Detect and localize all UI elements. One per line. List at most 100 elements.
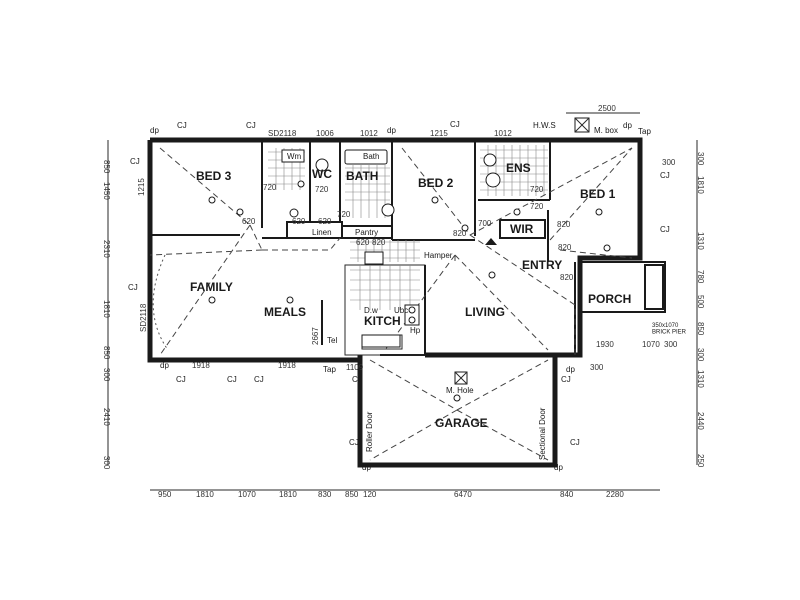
dim-left: 1810 (102, 300, 111, 318)
dim-top-1006: 1006 (316, 129, 334, 138)
door-dim: 720 (530, 185, 544, 194)
dim-left: 2410 (102, 408, 111, 426)
dim-top-1215: 1215 (430, 129, 448, 138)
fixture-label-ubc: Ubc (394, 306, 408, 315)
dim-left: 2310 (102, 240, 111, 258)
left-dims: 850 1450 2310 1810 850 300 2410 300 (102, 160, 111, 470)
dim-wall-2667: 2667 (311, 327, 320, 345)
light-icon (286, 296, 294, 304)
dim-bottom: 1070 (238, 490, 256, 499)
room-label-kitchen: KITCH (364, 314, 401, 328)
room-label-pantry: Pantry (355, 228, 378, 237)
light-icon (453, 394, 461, 402)
cj-marker: CJ (660, 225, 670, 234)
dp-marker: dp (554, 463, 563, 472)
cj-marker: CJ (177, 121, 187, 130)
dim-left: 850 (102, 160, 111, 174)
door-dim: 720 (263, 183, 277, 192)
dp-marker: dp (160, 361, 169, 370)
basin-icon (297, 180, 305, 188)
dim-bottom: 2280 (606, 490, 624, 499)
cj-marker: CJ (660, 171, 670, 180)
washing-machine (281, 149, 305, 163)
dim-top-1012b: 1012 (494, 129, 512, 138)
door-dim: 720 (337, 210, 351, 219)
dim-right: 500 (696, 295, 705, 309)
dim-right: 2440 (696, 412, 705, 430)
dim-left: 850 (102, 346, 111, 360)
light-icon (208, 296, 216, 304)
dim-right: 1310 (696, 370, 705, 388)
dim-wall-1930: 1930 (596, 340, 614, 349)
dim-wall-1109: 1109 (346, 363, 364, 372)
fixture-label-tap-2: Tap (638, 127, 651, 136)
dim-right: 1310 (696, 232, 705, 250)
light-icon (431, 196, 439, 204)
door-dim: 820 (560, 273, 574, 282)
dim-right: 300 (696, 348, 705, 362)
dim-right: 1810 (696, 176, 705, 194)
fixture-label-mhole: M. Hole (446, 386, 474, 395)
fixture-label-sectional-door: Sectional Door (538, 407, 547, 460)
dim-bottom: 120 (363, 490, 377, 499)
dp-marker: dp (150, 126, 159, 135)
door-dim: 820 (557, 220, 571, 229)
dim-wall-300: 300 (664, 340, 678, 349)
fixture-label-bath: Bath (363, 152, 379, 161)
dim-right: 250 (696, 454, 705, 468)
room-label-hamper: Hamper (424, 251, 453, 260)
room-label-bath: BATH (346, 169, 378, 183)
sink-icon (361, 334, 401, 348)
dim-right: 850 (696, 322, 705, 336)
dim-right: 300 (696, 152, 705, 166)
fridge-icon (364, 251, 384, 265)
door-dim: 820 (372, 238, 386, 247)
cj-marker: CJ (128, 283, 138, 292)
fixtures (281, 117, 590, 385)
bath-tub (344, 149, 388, 165)
cj-marker: CJ (130, 157, 140, 166)
dim-bottom: 1810 (279, 490, 297, 499)
room-label-meals: MEALS (264, 305, 306, 319)
cj-marker: CJ (561, 375, 571, 384)
cj-marker: CJ (227, 375, 237, 384)
dim-bottom: 850 (345, 490, 359, 499)
fixture-label-tap: Tap (323, 365, 336, 374)
dim-bottom: 830 (318, 490, 332, 499)
light-icon (236, 208, 244, 216)
light-icon (513, 208, 521, 216)
door-dim: 820 (558, 243, 572, 252)
room-label-entry: ENTRY (522, 258, 562, 272)
room-label-living: LIVING (465, 305, 505, 319)
smoke-alarm-icon (485, 238, 497, 245)
dim-wall-1215: 1215 (137, 178, 146, 196)
dim-wall-sd2118: SD2118 (139, 303, 148, 332)
room-label-ens: ENS (506, 161, 531, 175)
dim-wall-1918b: 1918 (278, 361, 296, 370)
door-dim: 620 (292, 217, 306, 226)
cj-marker: CJ (176, 375, 186, 384)
dp-marker: dp (566, 365, 575, 374)
room-label-bed1: BED 1 (580, 187, 616, 201)
dim-bottom: 840 (560, 490, 574, 499)
dim-bottom: 6470 (454, 490, 472, 499)
dp-marker: dp (362, 463, 371, 472)
room-label-wir: WIR (510, 222, 534, 236)
door-dim: 620 (318, 217, 332, 226)
right-dims: 300 1810 1310 780 500 850 300 1310 2440 … (696, 152, 705, 468)
room-label-family: FAMILY (190, 280, 233, 294)
light-icon (595, 208, 603, 216)
light-icon (461, 224, 469, 232)
light-icon (488, 271, 496, 279)
dim-wall-1070: 1070 (642, 340, 660, 349)
ens-toilet-icon (485, 172, 501, 188)
door-dim: 720 (530, 202, 544, 211)
cj-marker: CJ (254, 375, 264, 384)
fixture-label-hp: Hp (410, 326, 421, 335)
exhaust-fan-icon (289, 208, 299, 218)
dim-top-sd2118: SD2118 (268, 129, 297, 138)
fixture-label-tel: Tel (327, 336, 337, 345)
dim-bottom: 1810 (196, 490, 214, 499)
